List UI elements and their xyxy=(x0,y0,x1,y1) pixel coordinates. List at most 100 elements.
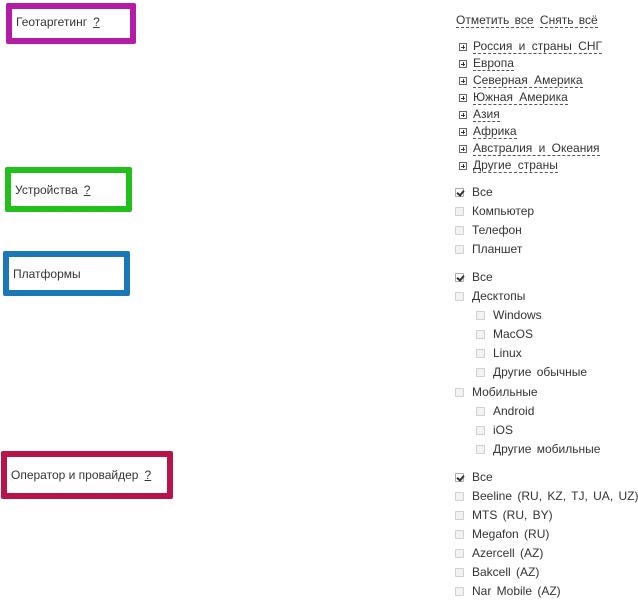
option-label: MTS (RU, BY) xyxy=(472,508,553,522)
option-label: Десктопы xyxy=(472,289,526,303)
operator-option-mts[interactable]: MTS (RU, BY) xyxy=(455,508,553,522)
option-label: MacOS xyxy=(493,327,534,341)
region-label[interactable]: Европа xyxy=(473,55,514,71)
option-label: Megafon (RU) xyxy=(472,527,550,541)
region-label[interactable]: Африка xyxy=(473,123,517,139)
region-item[interactable]: Другие страны xyxy=(459,157,637,174)
operators-label: Оператор и провайдер xyxy=(11,468,139,482)
clear-all-link[interactable]: Снять всё xyxy=(539,13,598,28)
checkbox[interactable] xyxy=(455,272,464,282)
option-label: Другие мобильные xyxy=(493,442,601,456)
select-all-link[interactable]: Отметить все xyxy=(456,13,534,28)
option-label: Linux xyxy=(493,346,522,360)
option-label: iOS xyxy=(493,423,514,437)
checkbox[interactable] xyxy=(455,187,464,197)
geotargeting-label: Геотаргетинг xyxy=(16,15,88,29)
device-option-all[interactable]: Все xyxy=(455,185,493,199)
platform-option-windows[interactable]: Windows xyxy=(476,308,542,322)
checkbox[interactable] xyxy=(476,367,485,377)
device-option-phone[interactable]: Телефон xyxy=(455,223,522,237)
checkbox[interactable] xyxy=(455,491,464,501)
region-label[interactable]: Австралия и Океания xyxy=(473,140,600,156)
checkbox[interactable] xyxy=(476,310,485,320)
platform-option-all[interactable]: Все xyxy=(455,270,493,284)
option-label: Планшет xyxy=(472,242,523,256)
platform-option-android[interactable]: Android xyxy=(476,404,534,418)
option-label: Телефон xyxy=(472,223,522,237)
platform-option-mobile[interactable]: Мобильные xyxy=(455,385,538,399)
expand-icon[interactable] xyxy=(459,93,467,102)
region-label[interactable]: Северная Америка xyxy=(473,72,583,88)
option-label: Android xyxy=(493,404,535,418)
region-item[interactable]: Азия xyxy=(459,106,637,123)
platform-option-macos[interactable]: MacOS xyxy=(476,327,533,341)
option-label: Azercell (AZ) xyxy=(472,546,544,560)
checkbox[interactable] xyxy=(455,225,464,235)
platform-option-ios[interactable]: iOS xyxy=(476,423,513,437)
region-label[interactable]: Азия xyxy=(473,106,500,122)
platform-option-other-desktop[interactable]: Другие обычные xyxy=(476,365,587,379)
devices-label-box: Устройства? xyxy=(5,167,132,212)
checkbox[interactable] xyxy=(455,206,464,216)
option-label: Bakcell (AZ) xyxy=(472,565,540,579)
option-label: Nar Mobile (AZ) xyxy=(472,584,561,598)
option-label: Все xyxy=(472,270,493,284)
checkbox[interactable] xyxy=(455,548,464,558)
platform-option-desktops[interactable]: Десктопы xyxy=(455,289,525,303)
region-label[interactable]: Россия и страны СНГ xyxy=(473,38,602,54)
operator-option-bakcell[interactable]: Bakcell (AZ) xyxy=(455,565,539,579)
option-label: Beeline (RU, KZ, TJ, UA, UZ) xyxy=(472,489,638,503)
checkbox[interactable] xyxy=(476,444,485,454)
checkbox[interactable] xyxy=(455,387,464,397)
operators-help-link[interactable]: ? xyxy=(144,468,152,482)
option-label: Все xyxy=(472,470,493,484)
expand-icon[interactable] xyxy=(459,59,467,68)
region-item[interactable]: Южная Америка xyxy=(459,89,637,106)
checkbox[interactable] xyxy=(476,329,485,339)
expand-icon[interactable] xyxy=(459,144,467,153)
devices-label: Устройства xyxy=(15,183,78,197)
expand-icon[interactable] xyxy=(459,161,467,170)
option-label: Все xyxy=(472,185,493,199)
operator-option-beeline[interactable]: Beeline (RU, KZ, TJ, UA, UZ) xyxy=(455,489,638,503)
operator-option-all[interactable]: Все xyxy=(455,470,493,484)
option-label: Мобильные xyxy=(472,385,538,399)
region-item[interactable]: Россия и страны СНГ xyxy=(459,38,637,55)
expand-icon[interactable] xyxy=(459,76,467,85)
operator-option-azercell[interactable]: Azercell (AZ) xyxy=(455,546,543,560)
device-option-tablet[interactable]: Планшет xyxy=(455,242,522,256)
regions-tree: Россия и страны СНГ Европа Северная Амер… xyxy=(459,38,637,174)
option-label: Компьютер xyxy=(472,204,535,218)
checkbox[interactable] xyxy=(455,291,464,301)
region-item[interactable]: Африка xyxy=(459,123,637,140)
platform-option-other-mobile[interactable]: Другие мобильные xyxy=(476,442,600,456)
checkbox[interactable] xyxy=(476,406,485,416)
checkbox[interactable] xyxy=(455,586,464,596)
checkbox[interactable] xyxy=(455,529,464,539)
geotargeting-help-link[interactable]: ? xyxy=(93,15,100,29)
checkbox[interactable] xyxy=(455,510,464,520)
region-item[interactable]: Австралия и Океания xyxy=(459,140,637,157)
checkbox[interactable] xyxy=(455,567,464,577)
checkbox[interactable] xyxy=(476,348,485,358)
operator-option-megafon[interactable]: Megafon (RU) xyxy=(455,527,549,541)
region-item[interactable]: Северная Америка xyxy=(459,72,637,89)
operators-label-box: Оператор и провайдер? xyxy=(1,451,173,499)
platform-option-linux[interactable]: Linux xyxy=(476,346,522,360)
region-item[interactable]: Европа xyxy=(459,55,637,72)
option-label: Другие обычные xyxy=(493,365,588,379)
checkbox[interactable] xyxy=(476,425,485,435)
device-option-computer[interactable]: Компьютер xyxy=(455,204,534,218)
devices-help-link[interactable]: ? xyxy=(83,183,91,197)
region-label[interactable]: Южная Америка xyxy=(473,89,568,105)
expand-icon[interactable] xyxy=(459,110,467,119)
checkbox[interactable] xyxy=(455,472,464,482)
geo-actions: Отметить все Снять всё xyxy=(456,13,601,28)
platforms-label-box: Платформы xyxy=(3,251,130,296)
expand-icon[interactable] xyxy=(459,42,467,51)
region-label[interactable]: Другие страны xyxy=(473,157,558,173)
checkbox[interactable] xyxy=(455,244,464,254)
geotargeting-label-box: Геотаргетинг? xyxy=(6,3,136,44)
operator-option-nar-mobile[interactable]: Nar Mobile (AZ) xyxy=(455,584,561,598)
expand-icon[interactable] xyxy=(459,127,467,136)
